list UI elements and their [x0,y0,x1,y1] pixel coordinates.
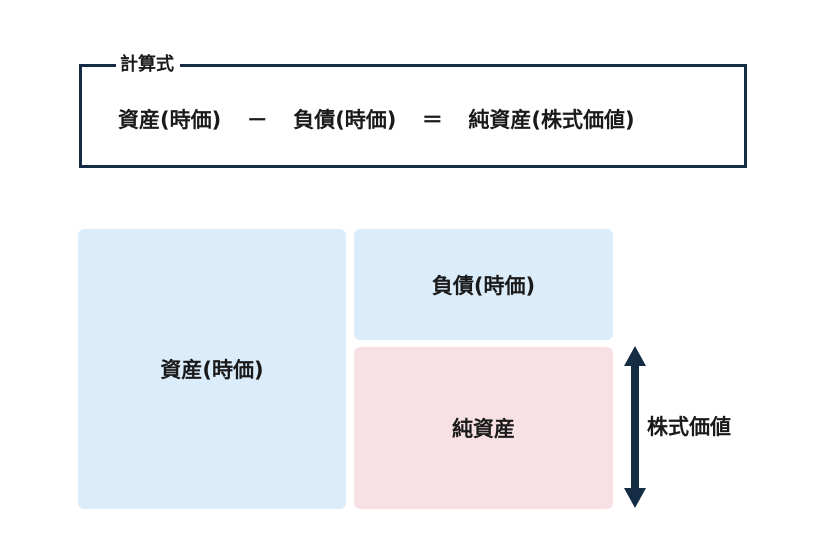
formula-term-assets: 資産(時価) [118,108,222,132]
formula-term-liabilities: 負債(時価) [293,108,397,132]
double-arrow-icon [624,346,646,508]
liabilities-label: 負債(時価) [431,273,536,298]
formula-equals-operator: ＝ [421,108,443,132]
liabilities-block: 負債(時価) [354,229,613,340]
net-assets-label: 純資産 [452,417,515,441]
formula-result-net-assets: 純資産(株式価値) [468,108,635,132]
equity-value-label: 株式価値 [647,415,731,439]
assets-block: 資産(時価) [78,229,346,509]
formula-box [79,64,747,168]
formula-minus-operator: － [246,108,268,132]
formula-caption: 計算式 [116,53,180,77]
formula-row: 資産(時価) － 負債(時価) ＝ 純資産(株式価値) [118,102,635,136]
net-assets-block: 純資産 [354,347,613,509]
assets-label: 資産(時価) [160,358,264,382]
